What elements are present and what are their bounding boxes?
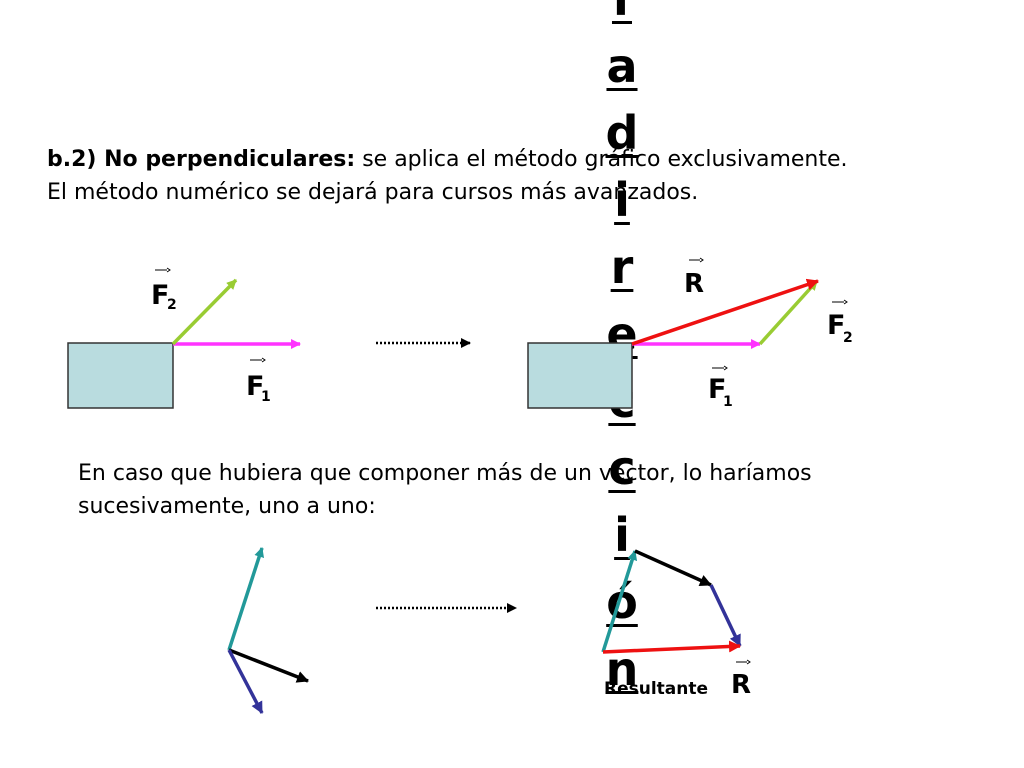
right-f1-overarrow-head <box>723 365 728 371</box>
resultante-label: Resultante <box>604 679 708 699</box>
right-f1-label: F 1 <box>708 365 733 410</box>
title-letter: f <box>592 0 652 33</box>
title-letter: d <box>605 106 639 160</box>
right-f1-sub: 1 <box>723 394 733 410</box>
intro-label: b.2) No perpendiculares: <box>47 147 356 172</box>
right-f2-overarrow-head <box>843 299 848 305</box>
intro-text: se aplica el método gráfico exclusivamen… <box>355 147 848 172</box>
right-resultant-arrow <box>631 278 819 346</box>
left-f2-label: F 2 <box>151 267 177 313</box>
bottom-left-teal-arrow <box>227 547 264 651</box>
bottom-right-teal-arrow <box>601 550 638 653</box>
right-f2-label: F 2 <box>827 299 853 346</box>
left-f2-letter: F <box>151 280 169 311</box>
second-line-1: En caso que hubiera que componer más de … <box>78 461 812 486</box>
left-f1-sub: 1 <box>261 389 271 405</box>
title-letter: a <box>606 39 638 93</box>
intro-paragraph: b.2) No perpendiculares: se aplica el mé… <box>47 143 848 209</box>
left-block <box>67 342 174 409</box>
right-f2-sub: 2 <box>843 330 853 346</box>
right-f2-arrow <box>758 279 819 346</box>
bottom-r-letter: R <box>731 670 751 700</box>
right-f1-letter: F <box>708 374 726 405</box>
bottom-r-label: R <box>731 659 751 700</box>
left-f1-label: F 1 <box>246 357 271 405</box>
right-r-overarrow-head <box>699 257 704 263</box>
bottom-left-indigo-arrow <box>227 649 264 714</box>
left-f2-overarrow-head <box>166 267 171 273</box>
right-block <box>527 342 633 409</box>
bottom-r-overarrow-head <box>746 659 751 665</box>
intro-line-1: b.2) No perpendiculares: se aplica el mé… <box>47 143 848 176</box>
left-f1-letter: F <box>246 371 264 402</box>
bottom-right-resultant-arrow <box>602 640 741 654</box>
bottom-right-black-arrow <box>634 549 712 587</box>
left-f1-overarrow-head <box>261 357 266 363</box>
bottom-left-black-arrow <box>228 648 309 683</box>
title-letter: r <box>610 240 634 294</box>
second-line-2: sucesivamente, uno a uno: <box>78 494 376 519</box>
right-r-letter: R <box>684 269 704 299</box>
title-letter: i <box>614 508 630 562</box>
title-letter: i <box>614 173 630 227</box>
intro-line-2: El método numérico se dejará para cursos… <box>47 180 699 205</box>
second-paragraph: En caso que hubiera que componer más de … <box>78 457 812 523</box>
right-f2-letter: F <box>827 310 845 341</box>
left-f2-sub: 2 <box>167 297 177 313</box>
right-r-label: R <box>684 257 704 299</box>
left-f2-arrow <box>171 278 238 346</box>
bottom-right-indigo-arrow <box>709 584 742 647</box>
title-letter: c <box>608 441 636 495</box>
